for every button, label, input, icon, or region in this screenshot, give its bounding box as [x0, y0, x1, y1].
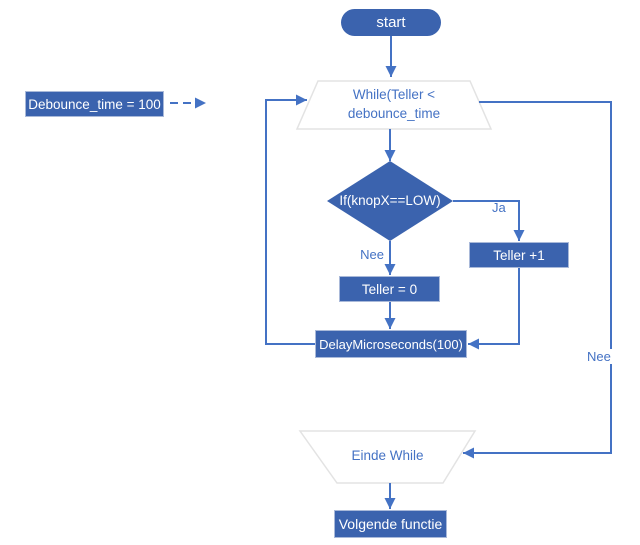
delay-microseconds-node: DelayMicroseconds(100) — [315, 330, 467, 358]
edge-label-ja: Ja — [492, 200, 506, 215]
debounce-time-node: Debounce_time = 100 — [25, 91, 164, 117]
edge-label-nee-if: Nee — [360, 247, 384, 262]
start-node: start — [341, 9, 441, 36]
edge-delay-loopback-to-while — [265, 94, 315, 345]
if-diamond-shape — [327, 161, 453, 241]
while-trapezoid-shape — [295, 80, 493, 130]
edge-if-ja-to-teller-plus — [453, 200, 525, 241]
edge-while-nee-to-einde — [463, 101, 612, 459]
edge-teller-plus-to-delay — [468, 268, 520, 350]
teller-zero-node: Teller = 0 — [339, 276, 440, 302]
edge-label-nee-while: Nee — [585, 349, 613, 364]
einde-while-trapezoid-shape — [298, 430, 477, 484]
volgende-functie-node: Volgende functie — [334, 510, 447, 538]
teller-plus-node: Teller +1 — [469, 242, 569, 268]
